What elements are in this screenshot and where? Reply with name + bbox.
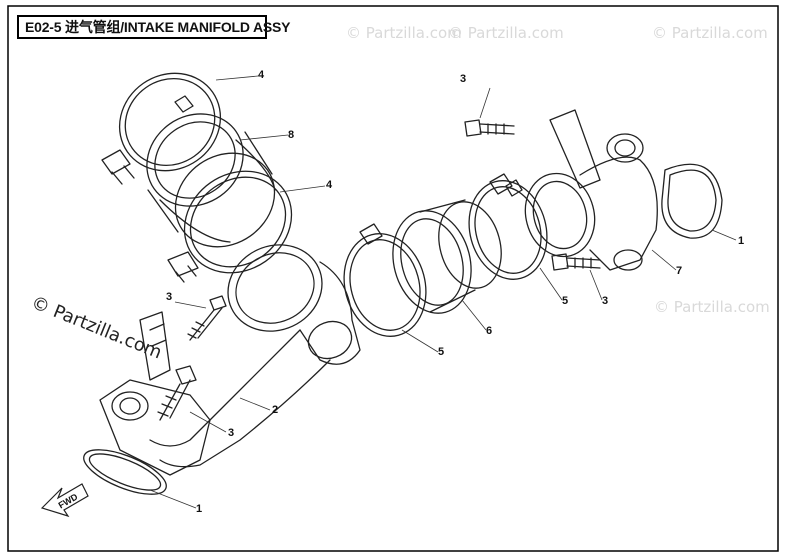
title-box: E02-5 进气管组/INTAKE MANIFOLD ASSY xyxy=(17,15,290,39)
clamp-right-part-5 xyxy=(468,173,548,280)
bolt-right-part-3 xyxy=(551,253,601,271)
bolt-left-upper-part-3 xyxy=(187,295,227,341)
diagram-title: E02-5 进气管组/INTAKE MANIFOLD ASSY xyxy=(25,19,291,35)
clamp-left-part-5 xyxy=(343,223,427,337)
gasket-right-part-1 xyxy=(661,163,723,239)
gasket-bottom-part-1 xyxy=(83,449,167,495)
callout-3-top: 3 xyxy=(460,73,467,85)
callout-3-lower: 3 xyxy=(228,427,235,439)
manifold-right-part-7 xyxy=(524,109,658,271)
callout-7: 7 xyxy=(676,265,683,277)
callout-6: 6 xyxy=(486,325,493,337)
diagram-border xyxy=(7,5,779,552)
callout-1-top: 1 xyxy=(738,235,745,247)
callout-3-right: 3 xyxy=(602,295,609,307)
boot-part-6 xyxy=(392,199,502,314)
callout-5-right: 5 xyxy=(562,295,569,307)
callout-3-left: 3 xyxy=(166,291,173,303)
bolt-left-lower-part-3 xyxy=(157,365,197,421)
manifold-boot-part-2 xyxy=(149,244,361,468)
callout-5-left: 5 xyxy=(438,346,445,358)
sleeve-part-8 xyxy=(146,113,276,248)
callout-8: 8 xyxy=(288,129,295,141)
callout-1-bottom: 1 xyxy=(196,503,203,515)
callout-4-top: 4 xyxy=(258,69,265,81)
callout-2: 2 xyxy=(272,404,279,416)
fwd-arrow-icon xyxy=(40,483,89,518)
leader-lines xyxy=(149,75,737,509)
callout-4-mid: 4 xyxy=(326,179,333,191)
bolt-top-part-3 xyxy=(464,119,515,137)
clamp-mid-part-4 xyxy=(167,170,293,283)
left-flange xyxy=(99,311,211,476)
clamp-top-part-4 xyxy=(101,72,222,185)
